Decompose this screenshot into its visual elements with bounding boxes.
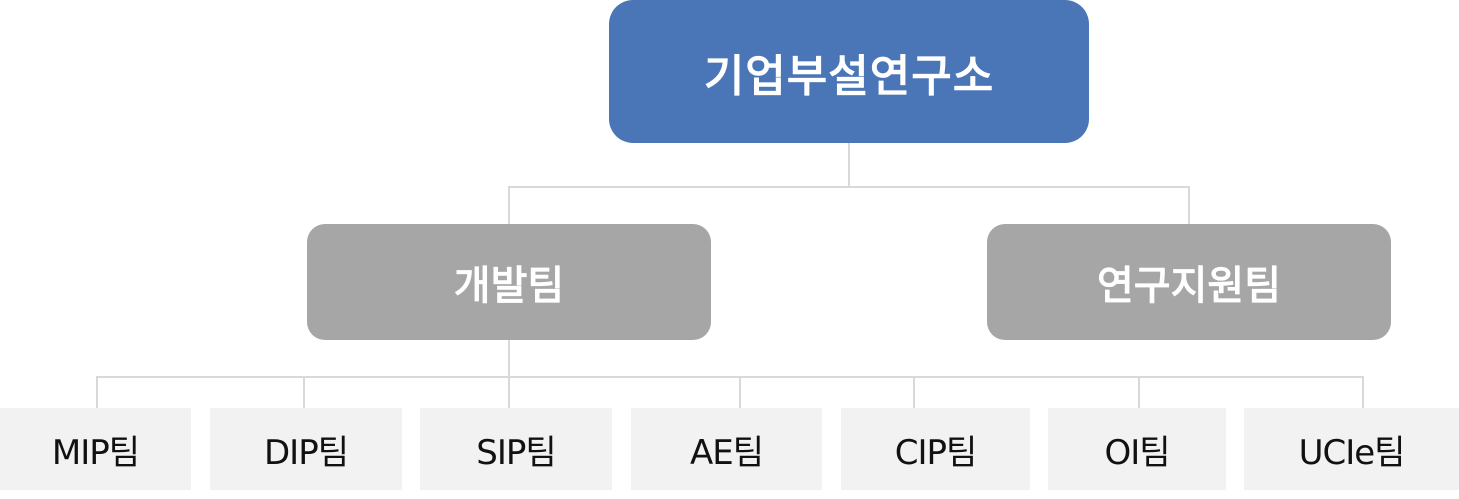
team-label: CIP팀 <box>894 432 978 473</box>
team-node: CIP팀 <box>841 408 1030 490</box>
team-node: SIP팀 <box>420 408 612 490</box>
team-label: UCIe팀 <box>1298 432 1406 473</box>
team-label: AE팀 <box>689 432 764 473</box>
connector-level1-horizontal <box>508 186 1190 188</box>
connector-root-down <box>848 143 850 188</box>
team-node: AE팀 <box>631 408 822 490</box>
team-node: DIP팀 <box>210 408 402 490</box>
connector-to-team-5 <box>913 376 915 408</box>
connector-to-dev <box>508 186 510 224</box>
connector-to-support <box>1188 186 1190 224</box>
team-node: OI팀 <box>1048 408 1226 490</box>
connector-to-team-2 <box>303 376 305 408</box>
connector-to-team-4 <box>739 376 741 408</box>
connector-dev-down <box>508 340 510 378</box>
connector-to-team-1 <box>96 376 98 408</box>
department-node-dev: 개발팀 <box>307 224 711 340</box>
org-root-node: 기업부설연구소 <box>609 0 1089 143</box>
connector-level2-horizontal <box>96 376 1364 378</box>
team-node: UCIe팀 <box>1244 408 1459 490</box>
org-root-label: 기업부설연구소 <box>703 50 995 102</box>
connector-to-team-3 <box>508 376 510 408</box>
team-label: OI팀 <box>1104 432 1170 473</box>
team-node: MIP팀 <box>0 408 191 490</box>
team-label: DIP팀 <box>264 432 349 473</box>
connector-to-team-6 <box>1138 376 1140 408</box>
connector-to-team-7 <box>1362 376 1364 408</box>
department-label: 연구지원팀 <box>1097 263 1281 309</box>
department-label: 개발팀 <box>453 263 565 309</box>
team-label: SIP팀 <box>476 432 556 473</box>
department-node-research-support: 연구지원팀 <box>987 224 1391 340</box>
team-label: MIP팀 <box>51 432 140 473</box>
